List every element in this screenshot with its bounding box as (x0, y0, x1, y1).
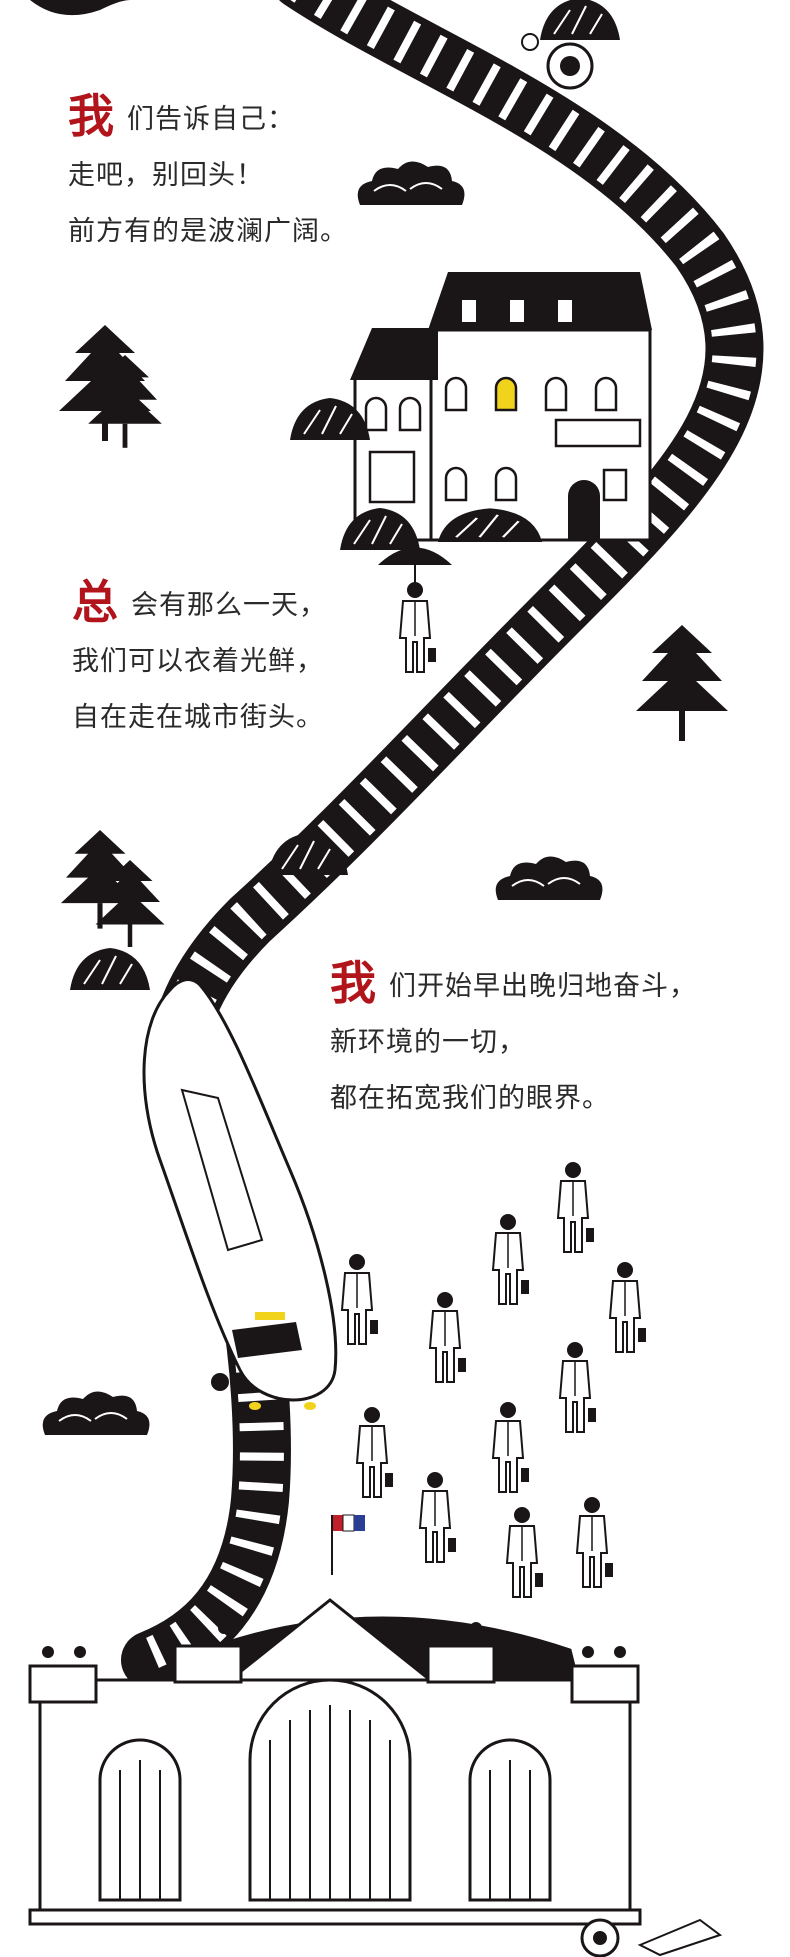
commuter-figures (341, 1161, 647, 1598)
paragraph-3-first-text: 们开始早出晚归地奋斗， (389, 971, 697, 1002)
paragraph-1-lead-char: 我 (68, 89, 115, 143)
paragraph-3: 我们开始早出晚归地奋斗， 新环境的一切， 都在拓宽我们的眼界。 (330, 955, 697, 1127)
paragraph-2-line-3: 自在走在城市街头。 (72, 702, 324, 733)
pine-tree-3 (636, 625, 728, 741)
tire-icon-bottom (580, 1918, 723, 1957)
railway-track (121, 0, 764, 1689)
cloud-3 (41, 1390, 151, 1436)
paragraph-1-first-line: 我们告诉自己： (68, 88, 348, 148)
train (142, 978, 338, 1410)
paragraph-1: 我们告诉自己： 走吧，别回头！ 前方有的是波澜广阔。 (68, 88, 348, 260)
umbrella-figure (378, 547, 452, 673)
paragraph-2-lead-char: 总 (72, 575, 119, 629)
bush-top-left (30, 0, 130, 16)
paragraph-1-line-2: 走吧，别回头！ (68, 160, 264, 191)
paragraph-3-lead-char: 我 (330, 956, 377, 1010)
paragraph-1-first-text: 们告诉自己： (127, 104, 295, 135)
paragraph-3-line-2: 新环境的一切， (330, 1027, 526, 1058)
paragraph-2: 总会有那么一天， 我们可以衣着光鲜， 自在走在城市街头。 (72, 574, 327, 746)
house (350, 272, 652, 542)
station-building (28, 1598, 642, 1926)
paragraph-2-first-text: 会有那么一天， (131, 590, 327, 621)
bush-left-mid (69, 947, 151, 991)
cloud-2 (494, 855, 604, 901)
paragraph-2-line-2: 我们可以衣着光鲜， (72, 646, 324, 677)
flag (331, 1514, 365, 1575)
paragraph-3-line-3: 都在拓宽我们的眼界。 (330, 1083, 610, 1114)
cloud-1 (356, 160, 466, 206)
bush-top-right (539, 0, 621, 41)
paragraph-3-first-line: 我们开始早出晚归地奋斗， (330, 955, 697, 1015)
paragraph-2-first-line: 总会有那么一天， (72, 574, 327, 634)
paragraph-1-line-3: 前方有的是波澜广阔。 (68, 216, 348, 247)
tire-icon (521, 33, 594, 90)
